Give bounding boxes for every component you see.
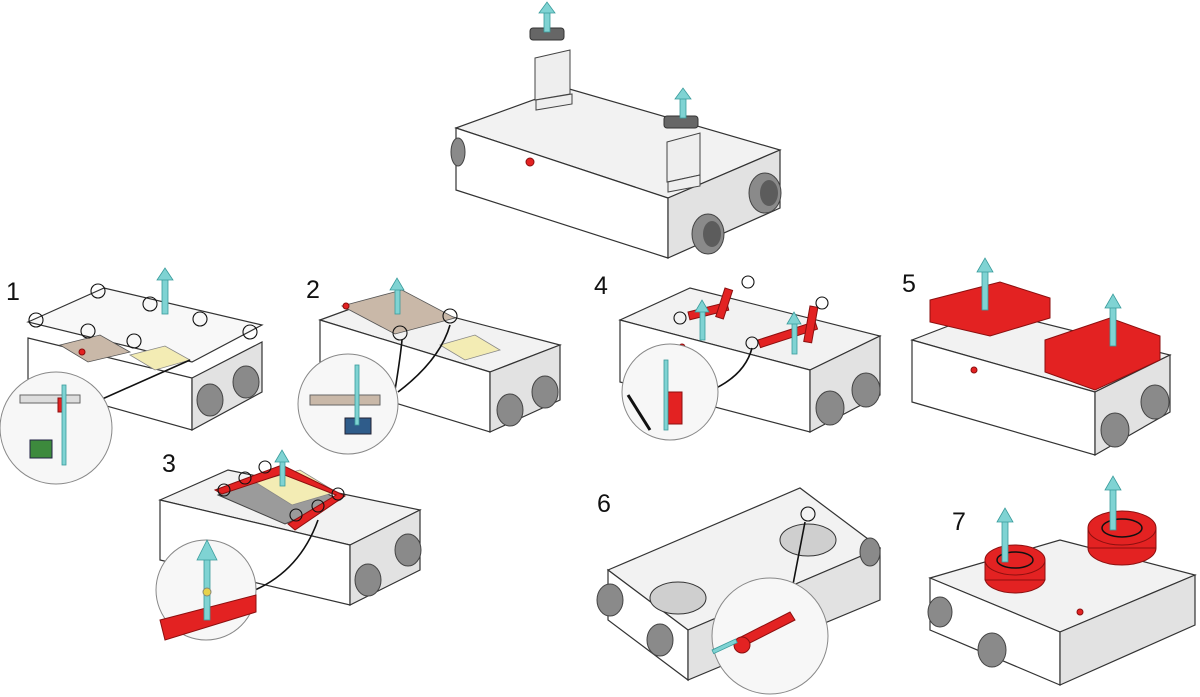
step-number: 2 bbox=[306, 276, 320, 304]
step-number: 5 bbox=[902, 270, 916, 298]
arrow-up-icon bbox=[694, 299, 710, 341]
screw-marker-icon bbox=[238, 471, 252, 485]
arrow-up-icon bbox=[1104, 475, 1122, 531]
screw-marker-icon bbox=[242, 324, 258, 340]
screw-marker-icon bbox=[673, 311, 687, 325]
step-number: 4 bbox=[594, 272, 608, 300]
arrow-up-icon bbox=[976, 257, 994, 311]
step-number: 3 bbox=[162, 450, 176, 478]
step-3: 3 bbox=[155, 449, 422, 641]
zoom-detail-icon bbox=[711, 521, 829, 695]
overview-filter-removal bbox=[450, 1, 782, 259]
screw-marker-icon bbox=[192, 311, 208, 327]
zoom-detail-icon bbox=[621, 343, 753, 441]
screw-marker-icon bbox=[217, 483, 231, 497]
screw-marker-icon bbox=[741, 275, 755, 289]
zoom-detail-icon bbox=[297, 324, 451, 455]
screw-marker-icon bbox=[442, 308, 458, 324]
step-number: 7 bbox=[952, 508, 966, 536]
step-4: 4 bbox=[594, 272, 882, 441]
arrow-up-icon bbox=[786, 311, 802, 355]
arrow-up-icon bbox=[1104, 293, 1122, 347]
zoom-detail-icon bbox=[155, 519, 319, 641]
arrow-up-icon bbox=[156, 267, 174, 315]
step-7: 7 bbox=[927, 475, 1197, 686]
zoom-detail-icon bbox=[0, 359, 191, 485]
arrow-up-icon bbox=[674, 87, 692, 119]
screw-marker-icon bbox=[800, 506, 816, 522]
screw-marker-icon bbox=[392, 325, 408, 341]
step-number: 6 bbox=[597, 490, 611, 518]
filter-left bbox=[529, 27, 573, 111]
filter-right bbox=[663, 115, 701, 193]
step-6: 6 bbox=[596, 487, 882, 695]
arrow-up-icon bbox=[538, 1, 556, 33]
step-2: 2 bbox=[297, 276, 562, 455]
screw-marker-icon bbox=[142, 296, 158, 312]
screw-marker-icon bbox=[80, 323, 96, 339]
screw-marker-icon bbox=[815, 296, 829, 310]
screw-marker-icon bbox=[28, 312, 44, 328]
screw-marker-icon bbox=[331, 487, 345, 501]
screw-marker-icon bbox=[258, 460, 272, 474]
step-5: 5 bbox=[902, 257, 1172, 457]
arrow-up-icon bbox=[996, 507, 1014, 563]
screw-marker-icon bbox=[289, 508, 303, 522]
screw-marker-icon bbox=[311, 499, 325, 513]
step-1: 1 bbox=[0, 267, 264, 485]
arrow-up-icon bbox=[274, 449, 290, 487]
arrow-up-icon bbox=[389, 277, 405, 315]
screw-marker-icon bbox=[90, 283, 106, 299]
step-number: 1 bbox=[6, 278, 20, 306]
screw-marker-icon bbox=[126, 333, 142, 349]
